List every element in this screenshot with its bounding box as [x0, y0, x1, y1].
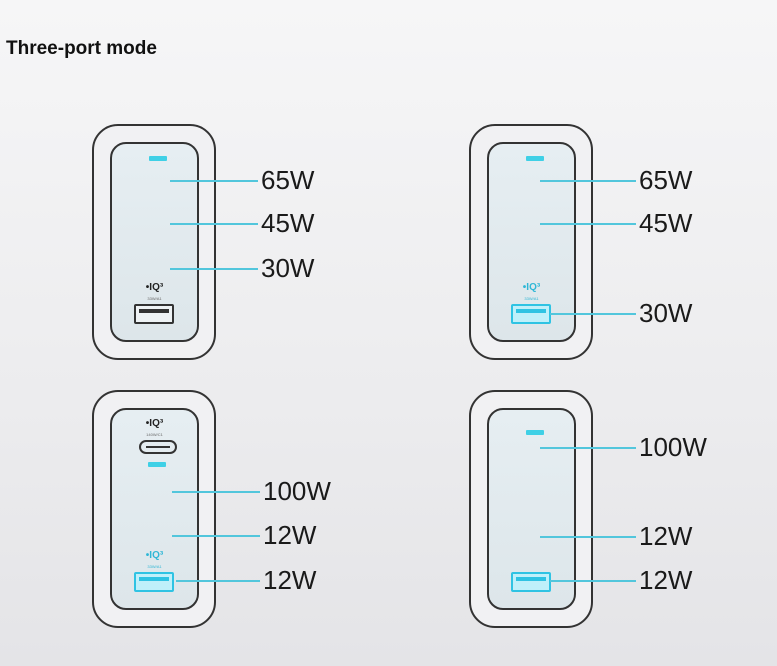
power-label: 65W: [261, 165, 315, 195]
led-indicator: [526, 430, 544, 435]
power-label: 65W: [639, 165, 693, 195]
port-spec: 33W/A1: [147, 296, 162, 301]
callout-line: [170, 223, 258, 225]
usb-a-port-active: [134, 572, 174, 592]
power-label: 30W: [639, 298, 693, 328]
callout-line: [540, 536, 636, 538]
callout-line: [550, 580, 636, 582]
power-label: 12W: [263, 520, 317, 550]
callout-line: [170, 180, 258, 182]
charger-face: •IQ³ 33W/A1: [110, 142, 199, 342]
callout-line: [540, 447, 636, 449]
charger-bottom-right: [469, 390, 593, 628]
power-label: 12W: [639, 565, 693, 595]
port-spec: 140W/C1: [146, 432, 163, 437]
callout-line: [540, 223, 636, 225]
callout-line: [172, 491, 260, 493]
led-indicator: [526, 156, 544, 161]
usb-c-port: [139, 440, 177, 454]
charger-top-left: •IQ³ 33W/A1: [92, 124, 216, 360]
callout-line: [170, 268, 258, 270]
usb-a-port-active: [511, 572, 551, 592]
iq-logo: •IQ³: [522, 282, 541, 293]
charger-top-right: •IQ³ 33W/A1: [469, 124, 593, 360]
charger-face: •IQ³ 140W/C1 •IQ³ 33W/A1: [110, 408, 199, 610]
power-label: 45W: [261, 208, 315, 238]
power-label: 30W: [261, 253, 315, 283]
iq-logo: •IQ³: [145, 282, 164, 293]
iq-logo: •IQ³: [145, 418, 164, 429]
callout-line: [540, 180, 636, 182]
power-label: 100W: [263, 476, 331, 506]
power-label: 12W: [263, 565, 317, 595]
led-indicator: [148, 462, 166, 467]
callout-line: [172, 535, 260, 537]
led-indicator: [149, 156, 167, 161]
charger-face: [487, 408, 576, 610]
power-label: 12W: [639, 521, 693, 551]
power-label: 100W: [639, 432, 707, 462]
port-spec: 33W/A1: [524, 296, 539, 301]
iq-logo: •IQ³: [145, 550, 164, 561]
port-spec: 33W/A1: [147, 564, 162, 569]
page-title: Three-port mode: [6, 38, 157, 59]
callout-line: [550, 313, 636, 315]
charger-face: •IQ³ 33W/A1: [487, 142, 576, 342]
usb-a-port: [134, 304, 174, 324]
usb-a-port-active: [511, 304, 551, 324]
charger-bottom-left: •IQ³ 140W/C1 •IQ³ 33W/A1: [92, 390, 216, 628]
callout-line: [176, 580, 260, 582]
power-label: 45W: [639, 208, 693, 238]
